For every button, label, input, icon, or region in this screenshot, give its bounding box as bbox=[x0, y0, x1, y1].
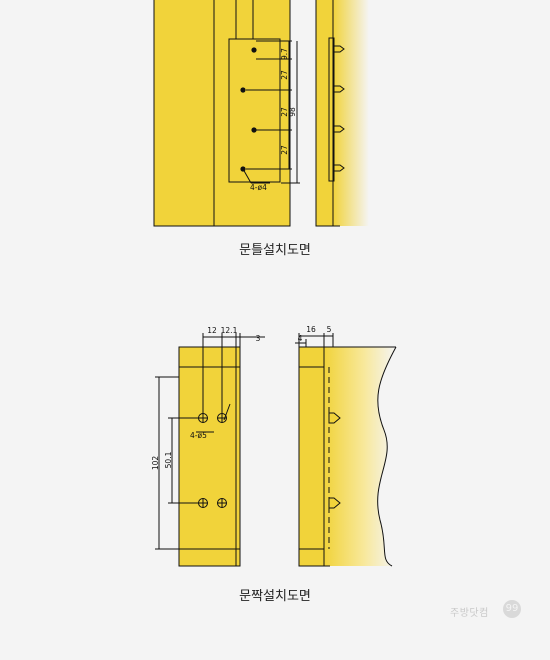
door-hole-label: 4-ø5 bbox=[190, 431, 207, 440]
watermark-text: 주방닷컴 bbox=[450, 608, 489, 619]
frame-hole bbox=[251, 127, 257, 133]
frame-side-view bbox=[315, 0, 334, 227]
dim-door-w3: 3 bbox=[256, 334, 261, 343]
door-plate bbox=[178, 346, 241, 567]
dim-frame-total: 98 bbox=[288, 107, 297, 117]
frame-hole bbox=[251, 47, 257, 53]
frame-caption: 문틀설치도면 bbox=[239, 243, 311, 258]
dim-frame-d1: 9.7 bbox=[280, 48, 289, 60]
door-leaf-section bbox=[324, 347, 396, 566]
dim-door-s3: 4 bbox=[298, 334, 303, 343]
door-screws bbox=[328, 412, 341, 509]
frame-screws bbox=[333, 45, 345, 172]
dim-door-w1: 12 bbox=[207, 326, 217, 335]
frame-hole-label: 4-ø4 bbox=[250, 183, 267, 192]
dim-frame-d3: 27 bbox=[280, 107, 289, 117]
dim-door-s1: 16 bbox=[306, 325, 316, 334]
dim-door-w2: 12.1 bbox=[221, 326, 238, 335]
frame-drawing bbox=[153, 0, 369, 227]
frame-plate bbox=[228, 38, 281, 183]
watermark-badge: 99 bbox=[503, 600, 521, 618]
door-dimensions: 12 12.1 3 16 5 4 102 50.1 4-ø5 bbox=[151, 325, 332, 470]
door-caption: 문짝설치도면 bbox=[239, 589, 311, 604]
frame-dimensions: 9.7 27 27 27 98 4-ø4 bbox=[250, 48, 297, 192]
dim-door-h2: 50.1 bbox=[164, 451, 173, 468]
door-side-view bbox=[298, 346, 325, 567]
frame-hole bbox=[240, 87, 246, 93]
dim-frame-d4: 27 bbox=[280, 145, 289, 155]
dim-door-h1: 102 bbox=[151, 456, 160, 471]
dim-door-s2: 5 bbox=[327, 325, 332, 334]
dim-frame-d2: 27 bbox=[280, 70, 289, 80]
door-drawing bbox=[155, 333, 397, 567]
